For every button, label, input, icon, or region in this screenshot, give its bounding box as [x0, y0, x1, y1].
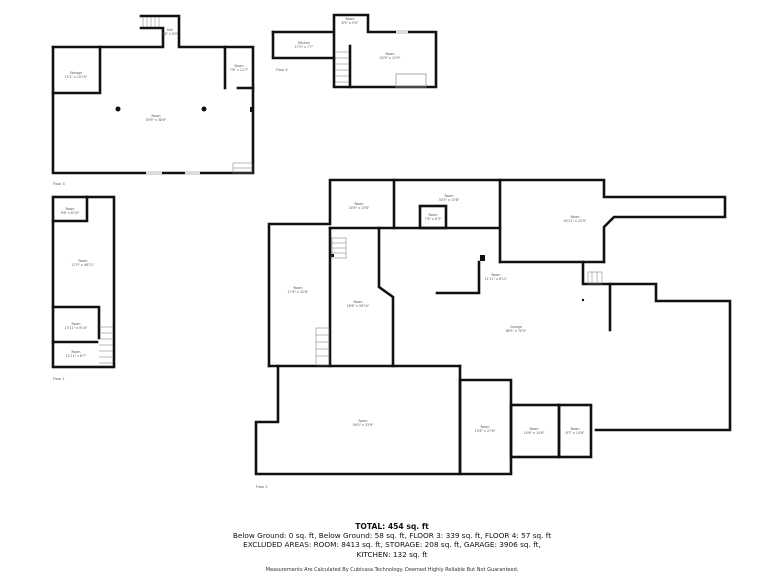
room-dims: 16'9" x 13'8"	[349, 206, 370, 210]
room-label: Room	[71, 350, 80, 354]
floor-label: Floor 3	[53, 182, 65, 186]
room-label: Garage	[510, 325, 522, 329]
total-area: TOTAL: 454 sq. ft	[355, 522, 429, 531]
disclaimer: Measurements Are Calculated By Cubicasa …	[265, 567, 519, 573]
room-label: Room	[353, 300, 362, 304]
room-dims: 20'9" x 13'9"	[380, 56, 401, 60]
room-dims: 12'1" x 10'10"	[65, 75, 88, 79]
room-dims: 17'0" x 48'11"	[72, 263, 95, 267]
room-dims: 11'11" x 8'11"	[485, 277, 508, 281]
room-label: Room	[385, 52, 394, 56]
room-label: Room	[428, 213, 437, 217]
room-label: Room	[529, 427, 538, 431]
room-dims: 17'0" x 7'7"	[295, 45, 314, 49]
room-label: Room	[345, 17, 354, 21]
room-dims: 40'11" x 22'9"	[564, 219, 587, 223]
room-dims: 9'6" x 6'10"	[61, 211, 80, 215]
room-dims: 98'5" x 70'9"	[506, 329, 527, 333]
room-dims: 3'8" x 8'0"	[162, 32, 179, 36]
room-label: Room	[234, 64, 243, 68]
room-label: Room	[570, 215, 579, 219]
room-label: Room	[491, 273, 500, 277]
room-label: Room	[293, 286, 302, 290]
room-dims: 13'6" x 27'6"	[475, 429, 496, 433]
room-dims: 30'5" x 13'8"	[439, 198, 460, 202]
floor-label: Floor 1	[53, 377, 65, 381]
room-label: Storage	[70, 71, 83, 75]
room-label: Room	[65, 207, 74, 211]
floor-4-plan: Kitchen 17'0" x 7'7" Room 8'5" x 5'0" Ro…	[271, 13, 438, 89]
floor-label: Floor 4	[276, 68, 288, 72]
floor-breakdown: Below Ground: 0 sq. ft, Below Ground: 58…	[232, 531, 552, 541]
room-label: Room	[354, 202, 363, 206]
room-dims: 59'9" x 38'6"	[146, 118, 167, 122]
room-label: Kitchen	[298, 41, 310, 45]
room-label: Room	[71, 322, 80, 326]
room-dims: 7'8" x 11'7"	[230, 68, 249, 72]
room-label: Room	[78, 259, 87, 263]
room-dims: 18'6" x 38'10"	[347, 304, 370, 308]
room-label: Room	[358, 419, 367, 423]
room-dims: 8'5" x 5'0"	[342, 21, 359, 25]
floor-2-plan: Room 16'9" x 13'8" Room 30'5" x 13'8" Ro…	[254, 178, 732, 489]
room-dims: 7'6" x 6'3"	[425, 217, 442, 221]
room-label: Hall	[167, 28, 173, 32]
room-label: Room	[480, 425, 489, 429]
floor-1-plan: Room 9'6" x 6'10" Room 17'0" x 48'11" Ro…	[51, 195, 116, 381]
room-dims: 59'0" x 33'9"	[353, 423, 374, 427]
area-summary: TOTAL: 454 sq. ft Below Ground: 0 sq. ft…	[0, 522, 784, 559]
excluded-areas-cont: KITCHEN: 132 sq. ft	[356, 549, 428, 559]
floor-label: Floor 2	[256, 485, 268, 489]
room-label: Room	[151, 114, 160, 118]
room-dims: 13'11" x 9'10"	[65, 326, 88, 330]
room-dims: 12'11" x 8'7"	[66, 354, 87, 358]
excluded-areas: EXCLUDED AREAS: ROOM: 8413 sq. ft, STORA…	[243, 540, 541, 550]
room-label: Room	[444, 194, 453, 198]
room-dims: 14'6" x 14'6"	[524, 431, 545, 435]
floor-3-plan: Storage 12'1" x 10'10" Room 59'9" x 38'6…	[51, 14, 255, 186]
room-dims: 8'7" x 14'6"	[566, 431, 585, 435]
floor-plan: Storage 12'1" x 10'10" Room 59'9" x 38'6…	[51, 13, 732, 489]
room-label: Room	[570, 427, 579, 431]
room-dims: 17'6" x 32'8"	[288, 290, 309, 294]
